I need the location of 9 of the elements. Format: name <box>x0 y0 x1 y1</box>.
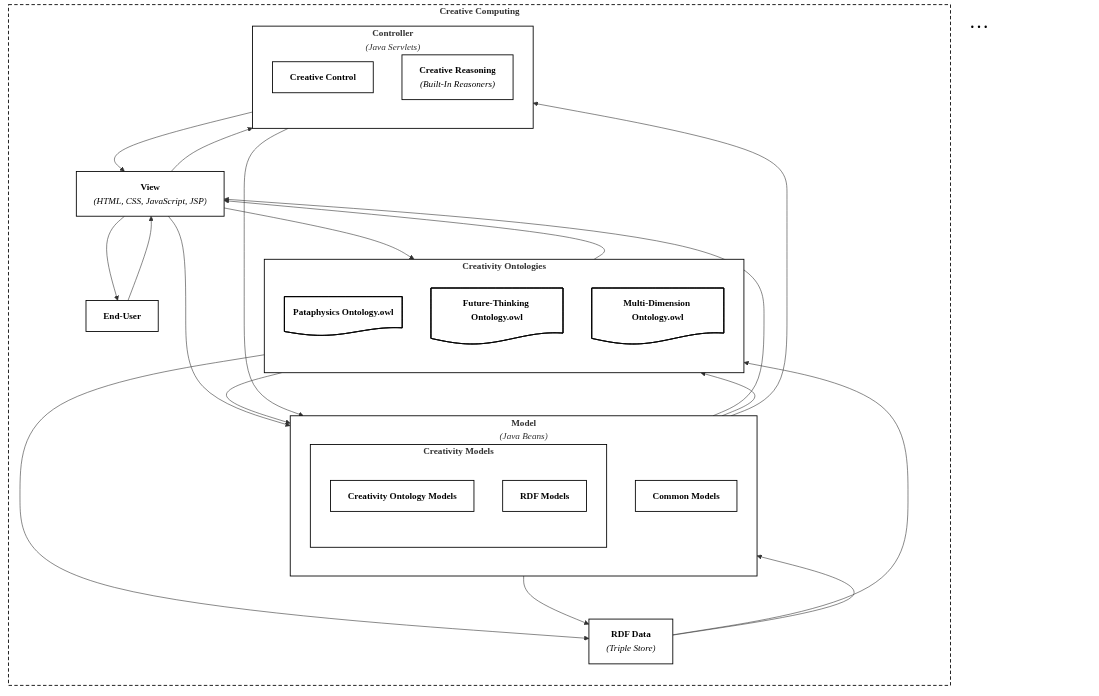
node-box: Creativity Ontology Models <box>330 479 475 512</box>
node-box: End-User <box>85 300 159 332</box>
node-box: RDF Data (Triple Store) <box>588 618 674 665</box>
node-box: Creative Control <box>272 61 374 94</box>
node-box: Common Models <box>634 479 738 512</box>
node-box: View (HTML, CSS, JavaScript, JSP) <box>75 171 225 217</box>
node-box: Creative Reasoning (Built-In Reasoners) <box>401 54 514 101</box>
ellipsis-note: … <box>969 10 990 33</box>
node-box: RDF Models <box>502 479 587 512</box>
